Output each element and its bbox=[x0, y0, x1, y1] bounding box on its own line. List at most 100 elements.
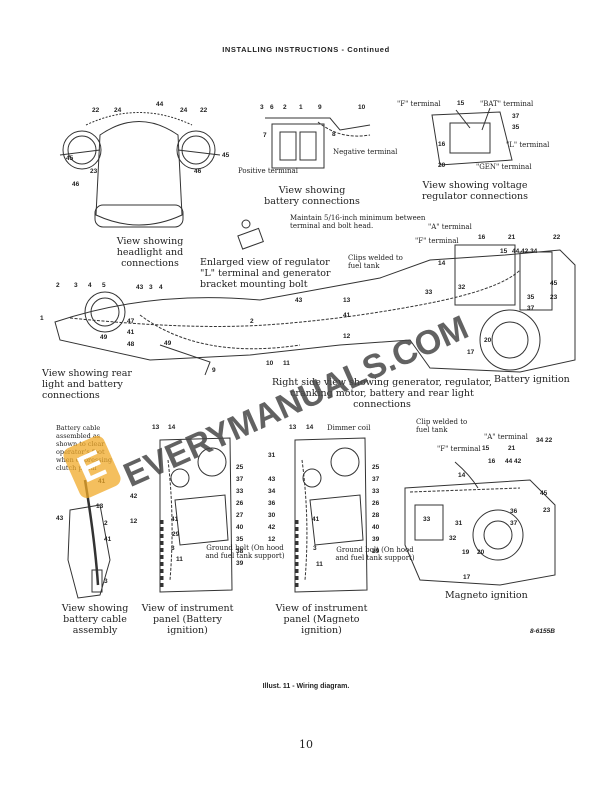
callout-32: 32 bbox=[458, 284, 466, 291]
callout-gen-terminal: "GEN" terminal bbox=[476, 163, 532, 171]
caption-rear-light: View showing rear light and battery conn… bbox=[42, 368, 132, 401]
callout-23: 23 bbox=[550, 294, 558, 301]
callout-41: 41 bbox=[104, 536, 112, 543]
callout-1: 1 bbox=[299, 104, 303, 111]
callout-49: 49 bbox=[100, 334, 108, 341]
callout-35: 35 bbox=[527, 294, 535, 301]
callout-f-terminal: "F" terminal bbox=[397, 100, 441, 108]
callout-negative-terminal: Negative terminal bbox=[333, 148, 398, 156]
terminal-detail-drawing bbox=[237, 219, 264, 250]
callout-44-42-34: 44 42 34 bbox=[512, 248, 538, 255]
callout-14: 14 bbox=[458, 472, 466, 479]
callout-2: 2 bbox=[250, 318, 254, 325]
callout-44-42: 44 42 bbox=[505, 458, 522, 465]
callout-20: 20 bbox=[477, 549, 485, 556]
callout-45: 45 bbox=[222, 152, 230, 159]
callout-4: 4 bbox=[88, 282, 92, 289]
callout-43: 43 bbox=[136, 284, 144, 291]
page-number: 10 bbox=[299, 738, 313, 751]
callout-dimmer-coil: Dimmer coil bbox=[327, 424, 371, 432]
figure-code: 8-6155B bbox=[530, 628, 555, 635]
callout-23: 23 bbox=[543, 507, 551, 514]
callout-24: 24 bbox=[180, 107, 188, 114]
callout-3: 3 bbox=[149, 284, 153, 291]
callout-41: 41 bbox=[171, 516, 179, 523]
callout-14: 14 bbox=[438, 260, 446, 267]
callout-f-terminal-3: "F" terminal bbox=[437, 445, 481, 453]
callout-21: 21 bbox=[508, 445, 516, 452]
callout-15: 15 bbox=[482, 445, 490, 452]
callout-10: 10 bbox=[358, 104, 366, 111]
callout-13: 13 bbox=[152, 424, 160, 431]
callout-3: 3 bbox=[104, 578, 108, 585]
callout-positive-terminal: Positive terminal bbox=[238, 167, 298, 175]
callout-41: 41 bbox=[127, 329, 135, 336]
battery-drawing bbox=[265, 117, 371, 169]
callout-20: 20 bbox=[438, 162, 446, 169]
page-header: INSTALLING INSTRUCTIONS - Continued bbox=[222, 45, 390, 54]
callout-24: 24 bbox=[114, 107, 122, 114]
callout-49: 49 bbox=[164, 340, 172, 347]
callout-16: 16 bbox=[438, 141, 446, 148]
callout-44: 44 bbox=[156, 101, 164, 108]
callout-41: 41 bbox=[343, 312, 351, 319]
callout-29: 29 bbox=[172, 531, 180, 538]
instrument-panel-magneto-drawing bbox=[294, 437, 368, 593]
callout-9: 9 bbox=[318, 104, 322, 111]
callout-32: 32 bbox=[449, 535, 457, 542]
callout-ground-bolt-2: Ground bolt (On hood and fuel tank suppo… bbox=[335, 546, 415, 562]
callout-3: 3 bbox=[313, 545, 317, 552]
callout-23: 23 bbox=[90, 168, 98, 175]
callout-19: 19 bbox=[462, 549, 470, 556]
callout-21: 21 bbox=[508, 234, 516, 241]
callout-34-22: 34 22 bbox=[536, 437, 553, 444]
callout-2: 2 bbox=[104, 520, 108, 527]
callout-37: 37 bbox=[510, 520, 518, 527]
caption-maintain: Maintain 5/16-inch minimum between termi… bbox=[290, 214, 426, 230]
illustration-title: Illust. 11 - Wiring diagram. bbox=[262, 683, 350, 690]
callout-bat-terminal: "BAT" terminal bbox=[480, 100, 534, 108]
callout-12: 12 bbox=[130, 518, 138, 525]
tractor-right-side-drawing bbox=[54, 244, 576, 376]
callout-3: 3 bbox=[260, 104, 264, 111]
callout-2: 2 bbox=[283, 104, 287, 111]
callout-48: 48 bbox=[127, 341, 135, 348]
callout-12: 12 bbox=[343, 333, 351, 340]
callout-22: 22 bbox=[553, 234, 561, 241]
caption-enlarged: Enlarged view of regulator "L" terminal … bbox=[200, 257, 331, 290]
callout-3: 3 bbox=[74, 282, 78, 289]
callout-11: 11 bbox=[316, 561, 323, 568]
callout-47: 47 bbox=[127, 318, 135, 325]
callout-1: 1 bbox=[40, 315, 44, 322]
caption-battery: View showing battery connections bbox=[264, 185, 360, 207]
callout-31: 31 bbox=[455, 520, 463, 527]
callout-45: 45 bbox=[66, 155, 74, 162]
callout-6: 6 bbox=[270, 104, 274, 111]
callout-13: 13 bbox=[289, 424, 297, 431]
callout-22: 22 bbox=[200, 107, 208, 114]
headlight-drawing bbox=[59, 112, 221, 228]
caption-headlight: View showing headlight and connections bbox=[116, 236, 184, 269]
callout-4: 4 bbox=[159, 284, 163, 291]
callout-11: 11 bbox=[283, 360, 290, 367]
magneto-ignition-drawing bbox=[404, 461, 556, 586]
callout-7: 7 bbox=[263, 132, 267, 139]
callout-8: 8 bbox=[332, 131, 336, 138]
callout-17: 17 bbox=[463, 574, 471, 581]
callout-37: 37 bbox=[512, 113, 520, 120]
callout-36: 36 bbox=[510, 508, 518, 515]
caption-regulator: View showing voltage regulator connectio… bbox=[422, 180, 528, 202]
callout-10: 10 bbox=[266, 360, 274, 367]
callout-13: 13 bbox=[343, 297, 351, 304]
callout-33: 33 bbox=[423, 516, 431, 523]
callout-43: 43 bbox=[56, 515, 64, 522]
callout-42: 42 bbox=[130, 493, 138, 500]
callout-20: 20 bbox=[484, 337, 492, 344]
caption-right-side: Right side view showing generator, regul… bbox=[272, 377, 492, 410]
callout-45: 45 bbox=[550, 280, 558, 287]
caption-magneto-ignition: Magneto ignition bbox=[445, 590, 528, 601]
callout-15: 15 bbox=[500, 248, 508, 255]
callout-a-terminal: "A" terminal bbox=[428, 223, 472, 231]
